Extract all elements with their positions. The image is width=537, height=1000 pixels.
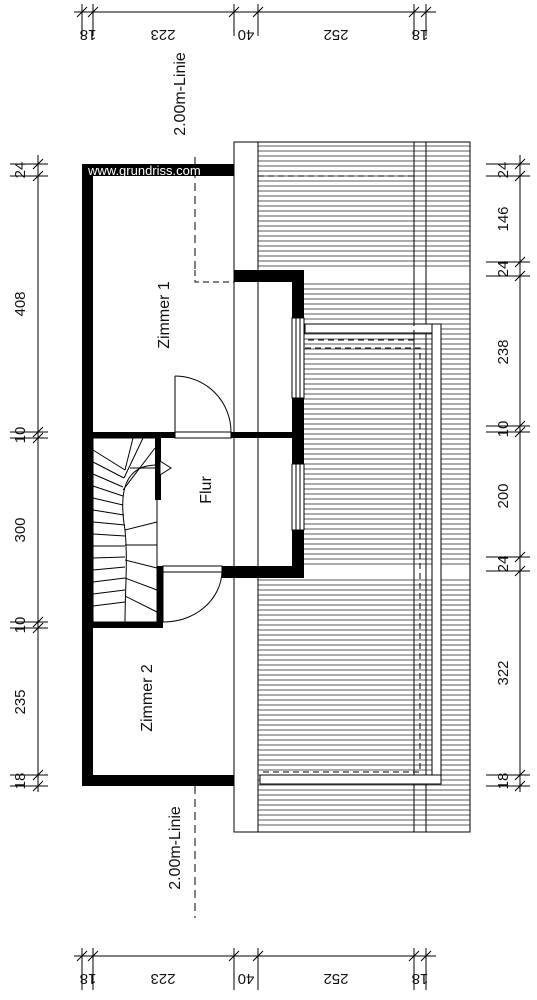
dimension-chain-top xyxy=(74,4,436,36)
dim-bottom-3: 40 xyxy=(238,970,255,987)
dim-top-5: 18 xyxy=(412,26,429,43)
dim-right-6: 200 xyxy=(495,483,512,508)
dim-right-3: 24 xyxy=(495,261,512,278)
roof-outline xyxy=(233,141,471,833)
dimension-chain-left xyxy=(10,155,48,792)
dim-right-9: 18 xyxy=(495,773,512,790)
room-label-flur: Flur xyxy=(198,476,215,504)
dim-left-5: 10 xyxy=(12,617,29,634)
dim-right-8: 322 xyxy=(495,660,512,685)
dim-bottom-2: 223 xyxy=(150,970,175,987)
stair-direction-arrow xyxy=(130,460,172,476)
dim-left-4: 300 xyxy=(12,517,29,542)
dim-left-6: 235 xyxy=(12,689,29,714)
dim-right-5: 10 xyxy=(495,421,512,438)
roof-hatching-upper xyxy=(258,145,470,267)
dim-left-1: 24 xyxy=(12,162,29,179)
label-bg-bottom xyxy=(170,790,190,910)
dim-left-7: 18 xyxy=(12,773,29,790)
roof-dashed-outline xyxy=(258,175,421,773)
knee-wall-dashed xyxy=(194,270,234,283)
windows xyxy=(291,317,305,531)
room-label-zimmer-1: Zimmer 1 xyxy=(156,281,173,349)
2m-line-label-top: 2.00m-Linie xyxy=(172,52,189,136)
door-zimmer-2[interactable] xyxy=(162,565,223,623)
label-bg-top xyxy=(176,36,196,156)
dim-bottom-4: 252 xyxy=(323,970,348,987)
dim-top-4: 252 xyxy=(323,26,348,43)
dim-bottom-5: 18 xyxy=(412,970,429,987)
dim-left-3: 10 xyxy=(12,427,29,444)
balcony-railing xyxy=(259,323,442,785)
dim-left-2: 408 xyxy=(12,291,29,316)
dim-top-1: 18 xyxy=(80,26,97,43)
roof-hatching-middle xyxy=(304,283,470,565)
dim-top-2: 223 xyxy=(150,26,175,43)
watermark: www.grundriss.com xyxy=(87,163,201,178)
door-zimmer-1[interactable] xyxy=(174,375,232,439)
room-label-zimmer-2: Zimmer 2 xyxy=(139,664,156,732)
dimension-chain-bottom xyxy=(74,948,436,990)
dim-right-7: 24 xyxy=(495,556,512,573)
dimension-chain-right xyxy=(486,155,530,792)
staircase xyxy=(92,437,158,623)
dim-bottom-1: 18 xyxy=(80,970,97,987)
2m-line-label-bottom: 2.00m-Linie xyxy=(167,806,184,890)
dim-right-4: 238 xyxy=(495,339,512,364)
dim-right-1: 24 xyxy=(495,162,512,179)
walls xyxy=(82,164,304,786)
dim-top-3: 40 xyxy=(238,26,255,43)
dim-right-2: 146 xyxy=(495,206,512,231)
